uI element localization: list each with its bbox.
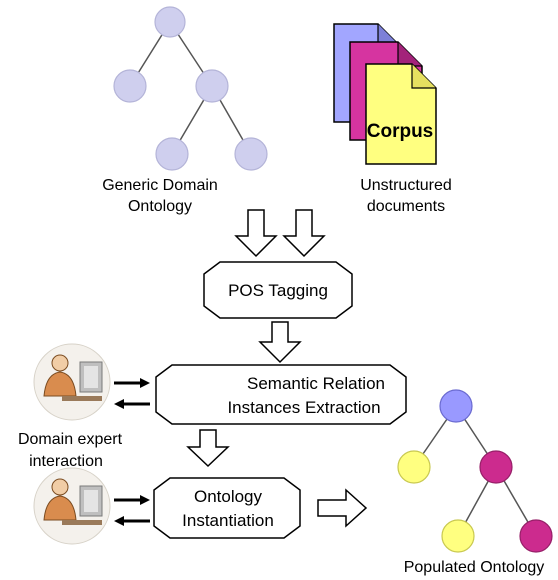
generic-node	[234, 137, 268, 171]
pos-tagging-label: POS Tagging	[228, 281, 328, 300]
corpus-label: documents	[367, 198, 445, 215]
generic-ontology-label: Ontology	[128, 198, 192, 215]
generic-root-node	[154, 6, 186, 38]
populated-node	[441, 519, 475, 553]
ontology-instantiation-label: Ontology	[194, 487, 263, 506]
generic-ontology-label: Generic Domain	[102, 177, 218, 194]
person-at-computer-icon	[33, 343, 111, 421]
interaction-arrows-icon	[114, 378, 150, 409]
domain-expert-label: interaction	[29, 453, 103, 470]
interaction-arrows-icon	[114, 495, 150, 526]
populated-ontology-label: Populated Ontology	[404, 559, 545, 576]
generic-ontology-tree-icon	[113, 6, 268, 171]
relation-extraction-step	[155, 364, 407, 425]
ontology-instantiation-label: Instantiation	[182, 511, 274, 530]
populated-node	[519, 519, 553, 553]
relation-extraction-label: Instances Extraction	[227, 398, 380, 417]
corpus-label: Unstructured	[360, 177, 452, 194]
generic-node	[195, 69, 229, 103]
person-at-computer-icon	[33, 467, 111, 545]
ontology-instantiation-step	[153, 477, 301, 539]
populated-ontology-tree-icon	[397, 389, 553, 553]
corpus-title: Corpus	[367, 121, 434, 142]
down-arrow-icon	[258, 321, 302, 364]
domain-expert-label: Domain expert	[18, 431, 123, 448]
generic-node	[113, 69, 147, 103]
right-arrow-icon	[317, 488, 368, 528]
relation-extraction-label: Semantic Relation	[247, 374, 385, 393]
pos-tagging-step	[203, 261, 353, 319]
populated-node	[397, 450, 431, 484]
populated-node	[479, 450, 513, 484]
populated-root-node	[439, 389, 473, 423]
document-stack-icon	[333, 23, 437, 165]
down-arrow-icon	[186, 429, 230, 468]
generic-node	[155, 137, 189, 171]
double-arrow-icon	[234, 209, 326, 258]
